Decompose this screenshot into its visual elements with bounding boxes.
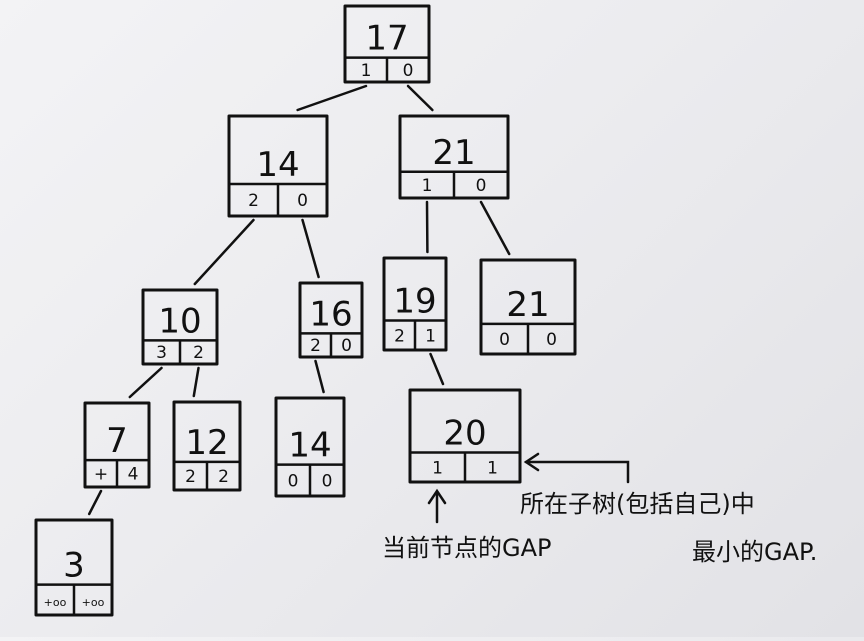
node-key: 16 (309, 294, 352, 334)
node-key: 20 (443, 414, 486, 454)
tree-edge (298, 86, 366, 110)
tree-edge (130, 368, 162, 397)
tree-edge (303, 220, 319, 277)
node-subtree-min-gap: 0 (546, 330, 557, 350)
tree-node: 7 +4 (85, 403, 149, 487)
node-subtree-min-gap: 0 (341, 336, 352, 356)
node-subtree-min-gap: 2 (193, 343, 204, 363)
node-subtree-min-gap: 1 (487, 458, 498, 478)
tree-edge (431, 354, 444, 384)
node-subtree-min-gap: 0 (476, 176, 487, 196)
tree-edge (481, 202, 509, 254)
tree-edge (408, 86, 432, 110)
node-left-gap: 1 (422, 176, 433, 196)
node-subtree-min-gap: 0 (322, 471, 333, 491)
node-left-gap: 1 (361, 61, 372, 81)
node-left-gap: +oo (44, 596, 67, 609)
node-key: 12 (185, 423, 228, 463)
node-subtree-min-gap: +oo (82, 596, 105, 609)
tree-node: 14 0 0 (276, 398, 344, 496)
tree-node: 21 1 0 (400, 116, 508, 198)
node-subtree-min-gap: 4 (128, 465, 139, 485)
node-subtree-min-gap: 0 (403, 61, 414, 81)
current-gap-label: 当前节点的GAP (382, 534, 552, 562)
subtree-min-gap-label-line2: 最小的GAP. (692, 538, 817, 566)
node-left-gap: 2 (248, 191, 259, 211)
node-key: 21 (432, 133, 475, 173)
node-left-gap: 2 (185, 467, 196, 487)
tree-node: 14 2 0 (229, 116, 327, 216)
node-key: 17 (365, 19, 408, 59)
node-left-gap: 1 (432, 458, 443, 478)
node-left-gap: 2 (394, 326, 405, 346)
tree-node: 3 +oo +oo (36, 520, 112, 615)
tree-node: 103 2 (143, 290, 217, 364)
node-key: 10 (158, 301, 201, 341)
node-left-gap: + (94, 465, 108, 485)
tree-edge (316, 361, 324, 392)
node-key: 14 (256, 145, 299, 185)
node-key: 21 (506, 285, 549, 325)
node-key: 19 (393, 282, 436, 322)
subtree-gap-arrow (526, 454, 628, 482)
tree-edge (195, 220, 254, 284)
node-left-gap: 0 (288, 471, 299, 491)
node-subtree-min-gap: 0 (297, 191, 308, 211)
tree-node: 12 2 2 (174, 402, 240, 490)
node-key: 14 (288, 426, 331, 466)
tree-edge (89, 491, 101, 514)
tree-edge (194, 368, 199, 396)
current-gap-arrow (429, 491, 445, 522)
node-left-gap: 2 (310, 336, 321, 356)
tree-node: 21 0 0 (481, 260, 575, 354)
node-left-gap: 0 (499, 330, 510, 350)
node-key: 7 (106, 421, 128, 461)
subtree-min-gap-label-line1: 所在子树(包括自己)中 (520, 490, 755, 518)
node-left-gap: 3 (156, 343, 167, 363)
node-subtree-min-gap: 1 (425, 326, 436, 346)
node-subtree-min-gap: 2 (218, 467, 229, 487)
node-key: 3 (63, 546, 85, 586)
